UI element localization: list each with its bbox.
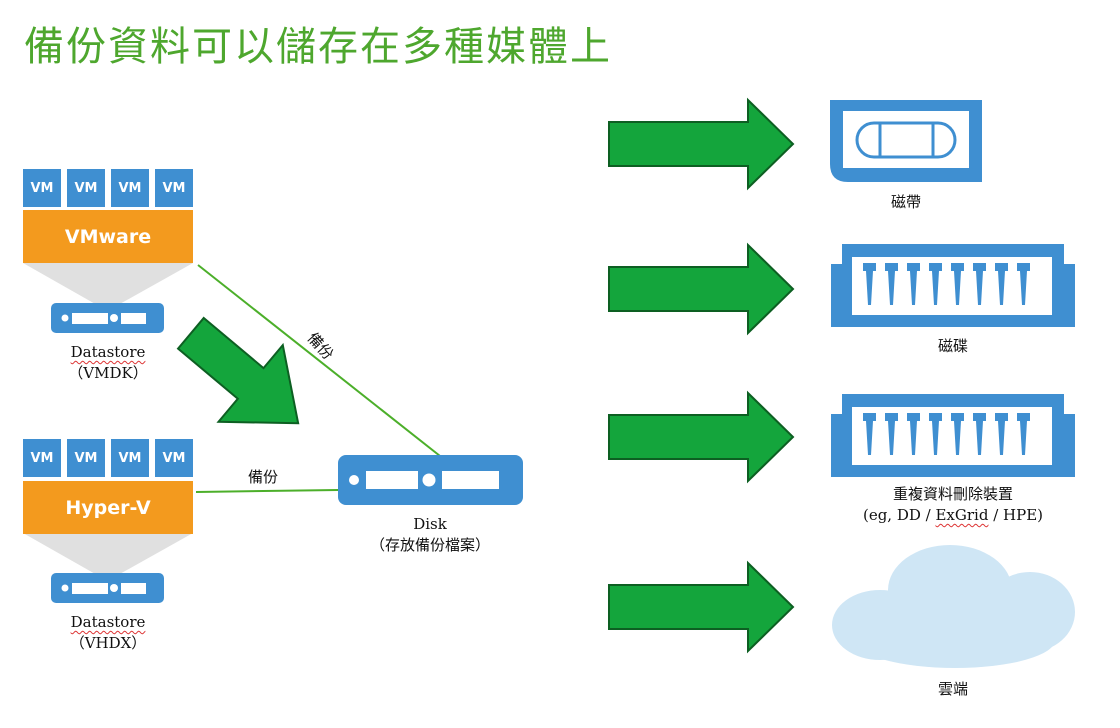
dedup-line-2c: / HPE) — [988, 506, 1044, 524]
arrow-to-tape-icon — [608, 97, 795, 191]
hyperv-datastore-icon — [51, 573, 164, 603]
hyperv-funnel — [23, 533, 193, 575]
hyperv-vm-3: VM — [111, 439, 149, 477]
hyperv-hypervisor: Hyper-V — [23, 481, 193, 534]
disk-description: （存放備份檔案） — [369, 536, 490, 554]
dedup-line-1: 重複資料刪除裝置 — [892, 485, 1013, 503]
cloud-icon — [832, 545, 1075, 668]
vmware-datastore-name: Datastore — [70, 343, 146, 361]
cloud-label: 雲端 — [937, 680, 968, 698]
disk-label: Disk （存放備份檔案） — [345, 514, 515, 556]
diagonal-arrow-icon — [176, 316, 300, 425]
vmware-backup-line — [197, 264, 441, 457]
vmware-vm-3: VM — [111, 169, 149, 207]
disk-name: Disk — [413, 515, 447, 533]
tape-icon — [830, 100, 982, 182]
dedup-appliance-icon — [831, 394, 1075, 477]
hyperv-vm-4: VM — [155, 439, 193, 477]
hyperv-backup-label: 備份 — [248, 468, 279, 486]
vmware-vm-4: VM — [155, 169, 193, 207]
dedup-line-2b: ExGrid — [935, 506, 989, 524]
vmware-hypervisor: VMware — [23, 210, 193, 263]
vmware-vm-1: VM — [23, 169, 61, 207]
disk-server-icon — [338, 455, 523, 505]
vmware-funnel — [23, 263, 193, 305]
tape-label: 磁帶 — [890, 193, 921, 211]
vmware-datastore-icon — [51, 303, 164, 333]
dedup-line-2a: (eg, DD / — [862, 506, 936, 524]
disk-array-icon — [831, 244, 1075, 327]
vmware-vm-2: VM — [67, 169, 105, 207]
hyperv-vm-1: VM — [23, 439, 61, 477]
hyperv-backup-line — [195, 489, 339, 493]
page-title: 備份資料可以儲存在多種媒體上 — [24, 24, 612, 70]
arrow-to-disk-icon — [608, 242, 795, 336]
arrow-to-dedup-icon — [608, 390, 795, 484]
dedup-label: 重複資料刪除裝置 (eg, DD / ExGrid / HPE) — [833, 484, 1073, 526]
hyperv-datastore-name: Datastore — [70, 613, 146, 631]
hyperv-vm-2: VM — [67, 439, 105, 477]
vmware-datastore-label: Datastore （VMDK） — [38, 342, 178, 384]
arrow-to-cloud-icon — [608, 560, 795, 654]
vmware-datastore-format: （VMDK） — [68, 364, 148, 382]
hyperv-datastore-format: （VHDX） — [69, 634, 147, 652]
hyperv-datastore-label: Datastore （VHDX） — [38, 612, 178, 654]
disk-target-label: 磁碟 — [937, 337, 968, 355]
